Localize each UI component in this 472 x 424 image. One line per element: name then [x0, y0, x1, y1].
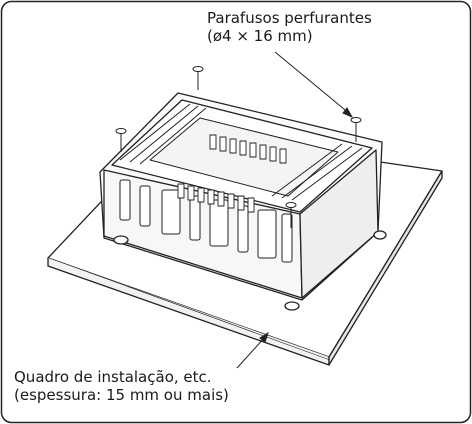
tapping-screws — [115, 66, 362, 228]
screw-2 — [350, 117, 362, 142]
foot-front-right — [284, 301, 300, 311]
screws-callout-line1: Parafusos perfurantes — [207, 9, 372, 27]
screw-4 — [285, 202, 297, 228]
amplifier — [99, 92, 387, 311]
foot-rear-right — [373, 230, 387, 240]
panel-callout-line1: Quadro de instalação, etc. — [14, 368, 212, 386]
panel-callout-line2: (espessura: 15 mm ou mais) — [14, 386, 229, 404]
panel-callout-label: Quadro de instalação, etc. (espessura: 1… — [14, 368, 229, 404]
foot-front-left — [113, 235, 129, 245]
screws-callout-line2: (ø4 × 16 mm) — [207, 27, 313, 45]
screw-3 — [115, 128, 127, 152]
leader-lines — [236, 51, 354, 369]
screw-1 — [192, 66, 204, 90]
screws-callout-label: Parafusos perfurantes (ø4 × 16 mm) — [207, 9, 372, 45]
